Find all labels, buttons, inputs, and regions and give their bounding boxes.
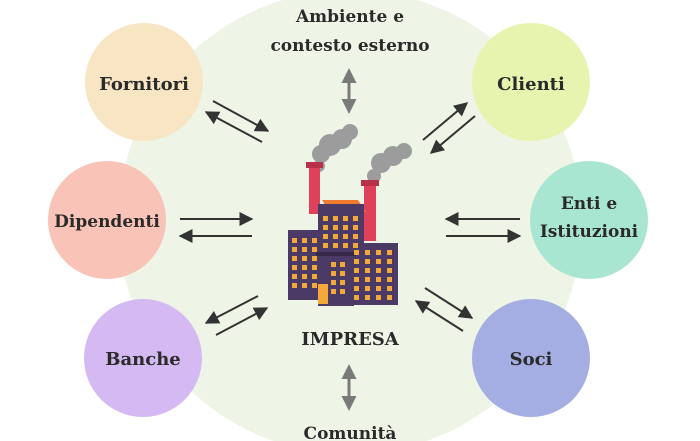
node-dipendenti: Dipendenti <box>48 161 166 279</box>
node-fornitori-label: Fornitori <box>99 74 189 95</box>
node-soci-label: Soci <box>510 349 553 370</box>
node-fornitori: Fornitori <box>85 23 203 141</box>
arrow-impresa-to-clienti <box>429 115 476 154</box>
node-clienti: Clienti <box>472 23 590 141</box>
node-soci: Soci <box>472 299 590 417</box>
factory-icon <box>288 124 412 306</box>
node-enti-istituzioni: Enti e Istituzioni <box>530 161 648 279</box>
arrow-fornitori-to-impresa <box>212 100 270 132</box>
arrow-impresa-to-soci <box>424 287 474 319</box>
arrow-impresa-to-banche <box>204 295 259 324</box>
node-enti-label-line1: Enti e <box>561 194 618 214</box>
arrow-impresa-to-fornitori <box>204 111 263 143</box>
node-banche-label: Banche <box>105 349 180 370</box>
smoke-icon <box>312 124 412 183</box>
node-soci-circle <box>472 299 590 417</box>
factory-windows <box>292 216 392 300</box>
arrow-banche-to-impresa <box>215 307 269 336</box>
node-clienti-circle <box>472 23 590 141</box>
center-label: IMPRESA <box>301 329 400 350</box>
node-banche: Banche <box>84 299 202 417</box>
node-dipendenti-label: Dipendenti <box>54 212 160 232</box>
node-banche-circle <box>84 299 202 417</box>
top-label-line2: contesto esterno <box>270 36 429 56</box>
top-label-line1: Ambiente e <box>295 7 404 27</box>
node-dipendenti-circle <box>48 161 166 279</box>
node-fornitori-circle <box>85 23 203 141</box>
arrow-clienti-to-impresa <box>422 102 469 141</box>
node-enti-label-line2: Istituzioni <box>540 222 639 242</box>
bottom-label: Comunità <box>304 424 397 441</box>
node-enti-circle <box>530 161 648 279</box>
arrow-soci-to-impresa <box>414 300 464 332</box>
node-clienti-label: Clienti <box>497 74 565 95</box>
